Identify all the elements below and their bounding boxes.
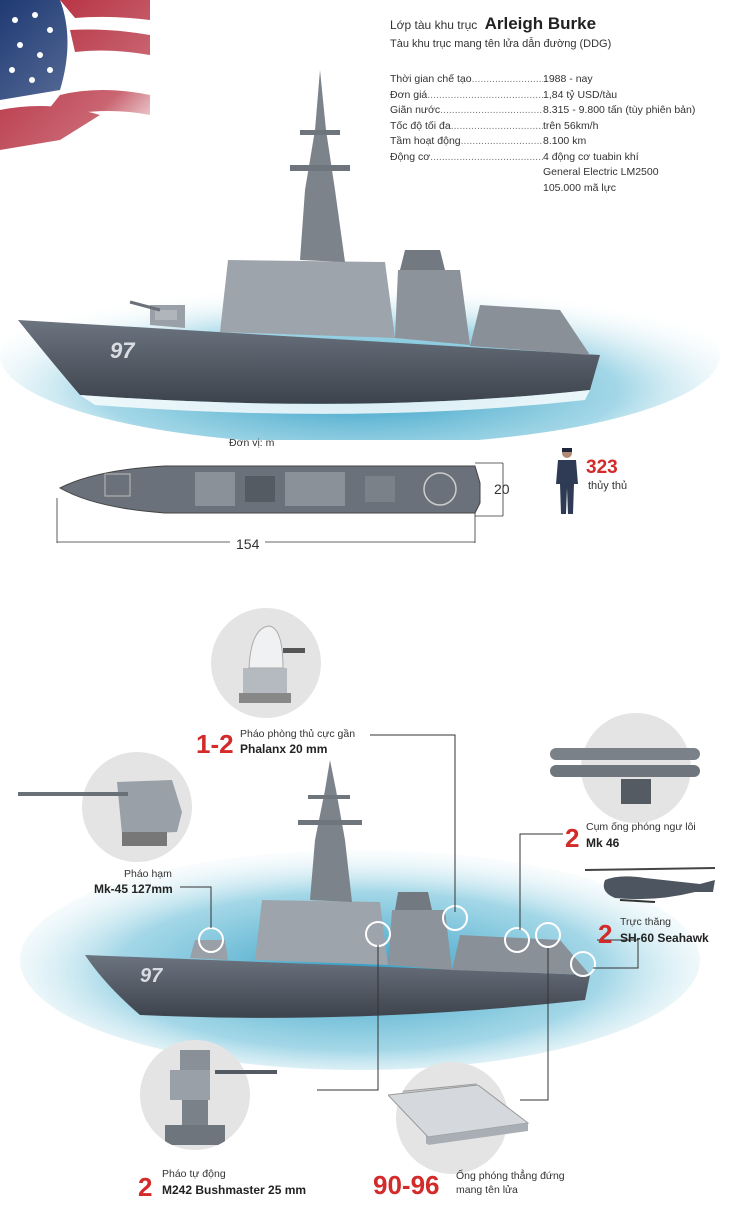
ship-side-view-top: 97 <box>0 70 720 440</box>
spec-table: Thời gian chế tạo1988 - nay Đơn giá1,84 … <box>390 72 733 196</box>
crew-count: 323 <box>586 457 618 478</box>
phalanx-image <box>211 608 321 718</box>
torpedo-tube-extension <box>550 748 700 777</box>
bushmaster-label: Pháo tự động <box>162 1168 226 1180</box>
vls-panel-extension <box>388 1085 530 1145</box>
marker-heli <box>570 951 596 977</box>
phalanx-label: Pháo phòng thủ cực gần <box>240 728 356 740</box>
phalanx-icon <box>239 625 305 703</box>
spec-row: Đơn giá1,84 tỷ USD/tàu <box>390 88 733 104</box>
mk45-barrel <box>18 792 128 796</box>
torpedo-model: Mk 46 <box>586 836 620 850</box>
mk45-model: Mk-45 127mm <box>94 882 173 896</box>
vls-count: 90-96 <box>373 1170 440 1200</box>
crew-label: thủy thủ <box>588 480 628 492</box>
mk45-label: Pháo hạm <box>124 868 172 880</box>
heli-count: 2 <box>598 919 613 949</box>
mk45-icon <box>117 780 182 846</box>
spec-row: Giãn nước8.315 - 9.800 tấn (tùy phiên bả… <box>390 103 733 119</box>
bushmaster-model: M242 Bushmaster 25 mm <box>162 1183 307 1197</box>
spec-row-extra: 105.000 mã lực <box>543 181 616 194</box>
unit-label: Đơn vị: m <box>229 437 275 449</box>
us-flag-graphic <box>0 0 150 150</box>
heli-model: SH-60 Seahawk <box>620 931 709 945</box>
spec-row: Động cơ4 động cơ tuabin khí <box>390 150 733 166</box>
helicopter-image <box>584 867 716 903</box>
bushmaster-count: 2 <box>138 1172 153 1202</box>
torpedo-count: 2 <box>565 823 580 853</box>
bushmaster-barrel <box>215 1070 277 1074</box>
torpedo-label: Cụm ống phóng ngư lôi <box>586 821 696 833</box>
marker-torpedo <box>504 927 530 953</box>
title: Lớp tàu khu trục Arleigh Burke <box>390 14 596 34</box>
spec-row: Tốc độ tối đatrên 56km/h <box>390 119 733 135</box>
phalanx-model: Phalanx 20 mm <box>240 742 328 756</box>
length-dimension: 154 <box>230 536 266 552</box>
beam-dimension: 20 <box>494 481 510 497</box>
spec-row-extra: General Electric LM2500 <box>543 166 659 178</box>
title-prefix: Lớp tàu khu trục <box>390 18 478 32</box>
vls-label-2: mang tên lửa <box>456 1184 518 1196</box>
ship-top-down-view <box>56 462 504 543</box>
heli-label: Trực thăng <box>620 916 671 928</box>
ship-class-name: Arleigh Burke <box>484 14 597 33</box>
sailor-figure <box>556 448 578 514</box>
vls-label: Ống phóng thẳng đứng <box>456 1170 565 1182</box>
mk45-image <box>82 752 192 862</box>
spec-row: Thời gian chế tạo1988 - nay <box>390 72 733 88</box>
subtitle: Tàu khu trục mang tên lửa dẫn đường (DDG… <box>390 38 612 50</box>
hull-number-bottom: 97 <box>140 965 163 987</box>
bushmaster-icon <box>165 1050 225 1145</box>
hull-number: 97 <box>110 338 136 363</box>
phalanx-count: 1-2 <box>196 729 234 759</box>
marker-vls <box>535 922 561 948</box>
bushmaster-image <box>140 1040 250 1150</box>
spec-row: Tầm hoạt động8.100 km <box>390 134 733 150</box>
